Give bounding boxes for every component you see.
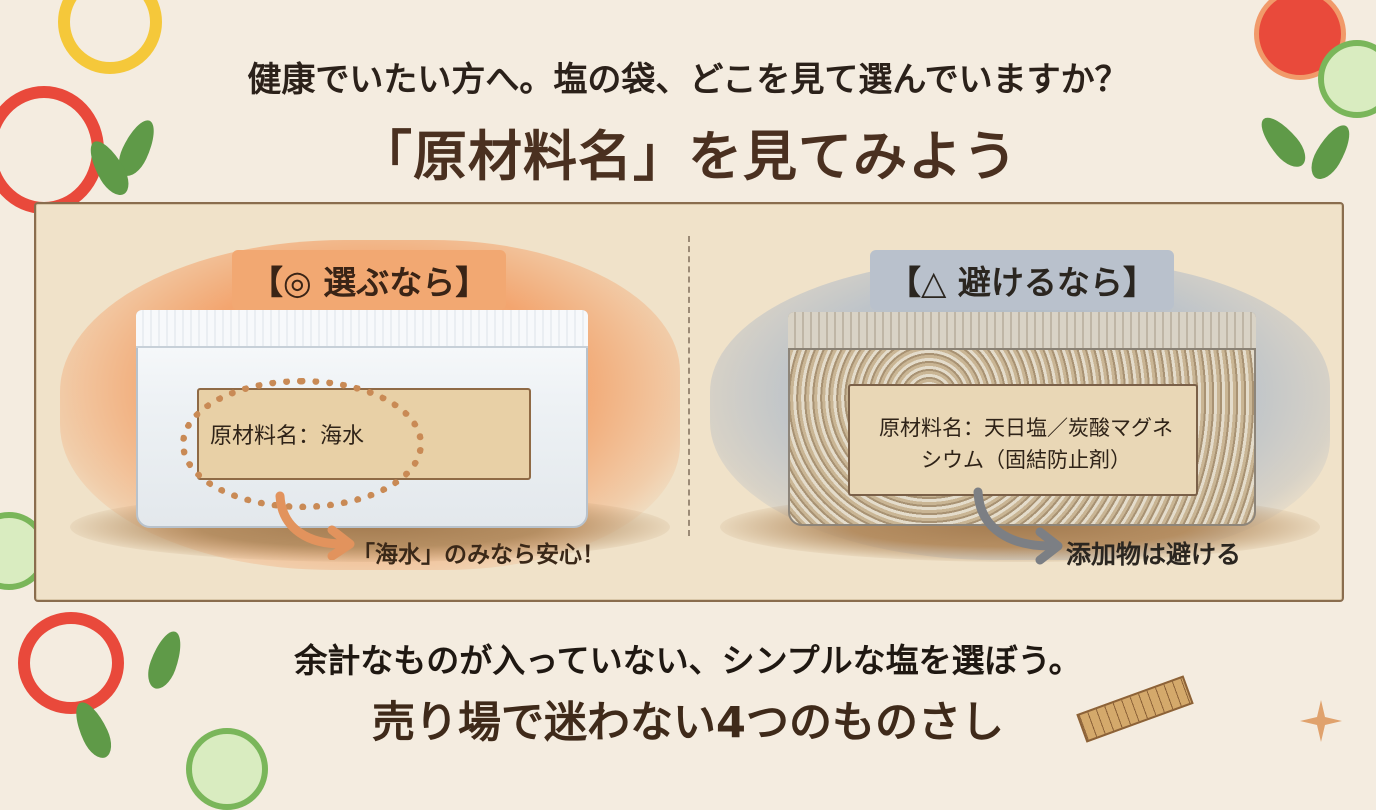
ingredient-line-1: 原材料名：天日塩／炭酸マグネ (879, 416, 1173, 440)
curved-arrow-orange-icon (275, 491, 355, 560)
cucumber-decoration (1318, 40, 1376, 118)
header-subtitle: 健康でいたい方へ。塩の袋、どこを見て選んでいますか？ (247, 60, 1129, 100)
footer-message: 余計なものが入っていない、シンプルな塩を選ぼう。 (294, 641, 1082, 680)
footer-headline: 売り場で迷わない4つのものさし (372, 698, 1004, 748)
note-right: 添加物は避ける (1066, 540, 1242, 569)
ingredient-line-2: シウム（固結防止剤） (921, 448, 1131, 472)
bag-zipper (136, 310, 588, 348)
page-title: 「原材料名」を見てみよう (358, 125, 1018, 188)
avoid-badge: 【△ 避けるなら】 (870, 250, 1174, 310)
note-left: 「海水」のみなら安心！ (352, 542, 605, 568)
ingredient-text-right: 原材料名：天日塩／炭酸マグネ シウム（固結防止剤） (856, 412, 1196, 476)
dashed-divider (688, 236, 690, 536)
sparkle-icon (1300, 700, 1342, 742)
curved-arrow-gray-icon (973, 487, 1063, 565)
choose-badge: 【◎ 選ぶなら】 (232, 250, 507, 310)
dotted-highlight-circle (180, 378, 424, 510)
ingredient-label-right (848, 384, 1198, 496)
bag-zipper (788, 312, 1256, 350)
